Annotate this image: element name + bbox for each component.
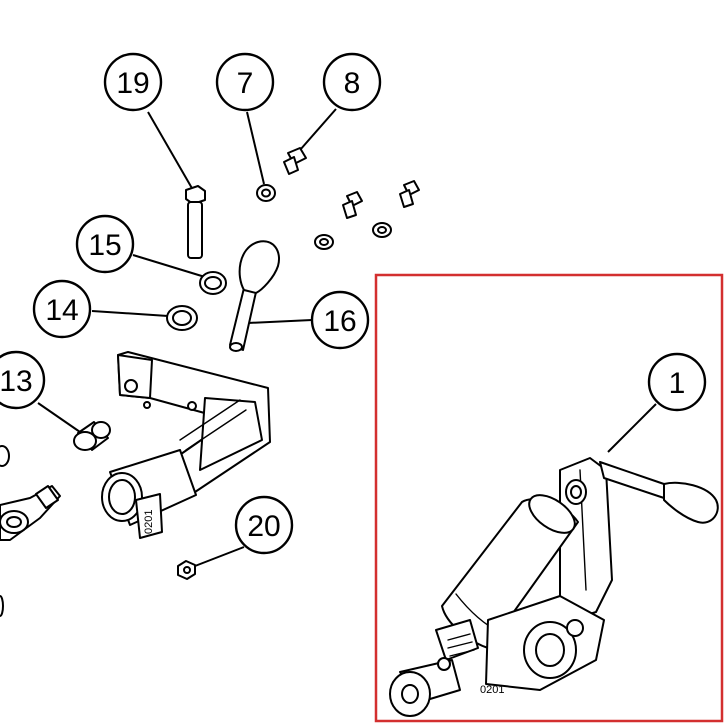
- part-stamp: 0201: [143, 510, 155, 534]
- assembly-highlight-frame: [374, 273, 724, 723]
- callout-13: 13: [0, 350, 46, 410]
- svg-text:20: 20: [247, 510, 280, 543]
- assembly-1-part: 0201: [389, 457, 719, 717]
- callout-16: 16: [310, 290, 370, 350]
- svg-text:14: 14: [45, 294, 78, 327]
- leader-19: [147, 111, 194, 191]
- bolt-19-part: [185, 185, 206, 259]
- leader-20: [194, 546, 245, 567]
- callout-8: 8: [322, 52, 382, 112]
- svg-text:8: 8: [344, 67, 361, 100]
- screw-8-part: [283, 147, 307, 175]
- assembly-stamp: 0201: [480, 684, 504, 696]
- leader-1: [607, 403, 657, 453]
- screw-pair-part: [314, 180, 420, 250]
- svg-text:15: 15: [88, 229, 121, 262]
- svg-text:1: 1: [669, 367, 686, 400]
- handle-16-part: [229, 240, 280, 352]
- nut-20-part: [177, 560, 196, 580]
- svg-text:19: 19: [116, 67, 149, 100]
- leader-13: [37, 402, 81, 433]
- callout-15: 15: [75, 214, 135, 274]
- callout-14: 14: [32, 279, 92, 339]
- left-edge-parts: [0, 445, 61, 617]
- svg-text:16: 16: [323, 305, 356, 338]
- leader-15: [132, 254, 206, 278]
- leader-7: [246, 111, 265, 185]
- washer-14-part: [166, 305, 198, 331]
- svg-text:13: 13: [0, 365, 33, 398]
- bushing-13-part: [73, 421, 111, 451]
- svg-text:7: 7: [237, 67, 254, 100]
- leader-lines: [37, 108, 657, 567]
- leader-8: [299, 108, 337, 151]
- leader-14: [91, 310, 169, 317]
- leader-16: [247, 319, 313, 324]
- bracket-arm-part: 0201: [101, 351, 271, 539]
- callout-19: 19: [103, 52, 163, 112]
- callout-20: 20: [234, 495, 294, 555]
- callout-1: 1: [647, 352, 707, 412]
- circlip-15-part: [199, 271, 227, 295]
- callout-7: 7: [215, 52, 275, 112]
- washer-7-part: [256, 184, 276, 202]
